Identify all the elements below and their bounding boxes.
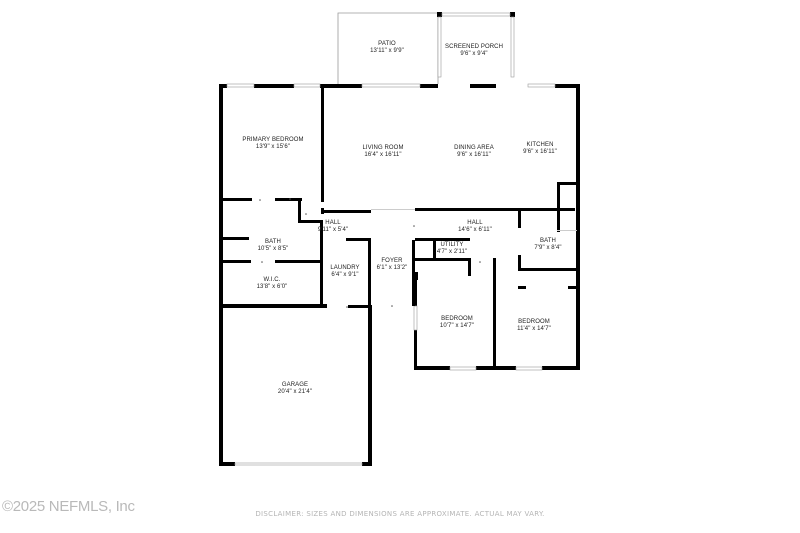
room-name: BEDROOM: [518, 319, 550, 325]
room-name: BATH: [265, 239, 281, 245]
room-name: BEDROOM: [441, 316, 473, 322]
room-dimensions: 14'6" x 6'11": [458, 227, 492, 233]
room-dimensions: 7'9" x 8'4": [534, 245, 562, 251]
room-name: GARAGE: [281, 382, 309, 388]
room-dimensions: 9'6" x 16'11": [457, 152, 491, 158]
room-name: HALL: [467, 220, 483, 226]
room-name: SCREENED PORCH: [444, 44, 504, 50]
door-markers: [259, 198, 481, 308]
room-name: BATH: [540, 238, 556, 244]
room-name: KITCHEN: [526, 142, 554, 148]
room-dimensions: 10'7" x 14'7": [439, 323, 475, 329]
room-dimensions: 4'7" x 2'11": [436, 249, 468, 255]
room-dimensions: 6'1" x 13'2": [376, 265, 408, 271]
room-name: W.I.C.: [263, 277, 281, 283]
room-dimensions: 13'11" x 9'9": [370, 48, 404, 54]
room-dimensions: 9'6" x 16'11": [523, 149, 557, 155]
room-dimensions: 13'8" x 6'0": [256, 284, 288, 290]
room-dimensions: 16'4" x 16'11": [364, 152, 402, 158]
room-name: UTILITY: [440, 242, 464, 248]
screened-porch-walls: [437, 12, 515, 78]
room-name: LIVING ROOM: [362, 145, 404, 151]
room-dimensions: 10'5" x 8'5": [257, 246, 289, 252]
room-dimensions: 20'4" x 21'4": [277, 389, 313, 395]
room-dimensions: 6'4" x 9'1": [331, 272, 359, 278]
room-name: PATIO: [378, 41, 396, 47]
room-dimensions: 11'4" x 14'7": [517, 326, 551, 332]
room-name: LAUNDRY: [330, 265, 360, 271]
room-name: HALL: [325, 220, 341, 226]
room-dimensions: 9'11" x 5'4": [317, 227, 349, 233]
room-name: FOYER: [381, 258, 403, 264]
room-name: DINING AREA: [454, 145, 494, 151]
interior-walls: [219, 84, 578, 368]
room-dimensions: 9'6" x 9'4": [460, 51, 488, 57]
disclaimer-text: DISCLAIMER: SIZES AND DIMENSIONS ARE APP…: [255, 510, 545, 518]
room-name: PRIMARY BEDROOM: [242, 137, 304, 143]
room-label-wic: W.I.C.13'8" x 6'0": [257, 277, 288, 291]
room-dimensions: 13'9" x 15'6": [255, 144, 291, 150]
copyright-watermark: ©2025 NEFMLS, Inc: [2, 498, 135, 515]
